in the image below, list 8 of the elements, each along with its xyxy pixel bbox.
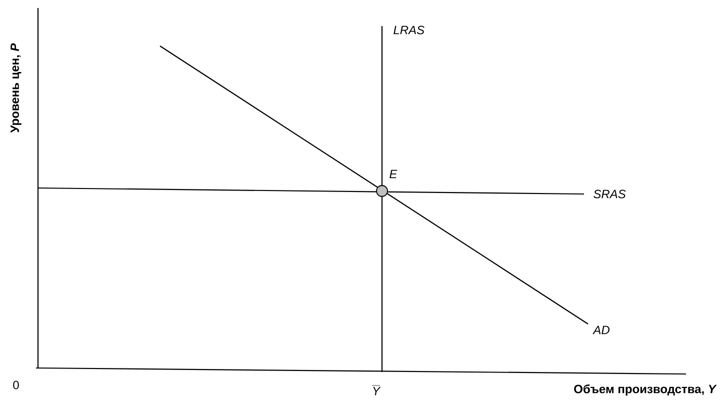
curve-label: SRAS	[594, 190, 626, 198]
axis-label: Объем производства, Y	[574, 384, 717, 396]
origin-label: 0	[13, 380, 19, 390]
tick-label: Y	[372, 385, 381, 396]
curve-label: AD	[592, 326, 610, 334]
curve-label: LRAS	[394, 26, 424, 34]
point-label: E	[390, 170, 398, 178]
axis-label: Уровень цен, P	[10, 43, 22, 133]
